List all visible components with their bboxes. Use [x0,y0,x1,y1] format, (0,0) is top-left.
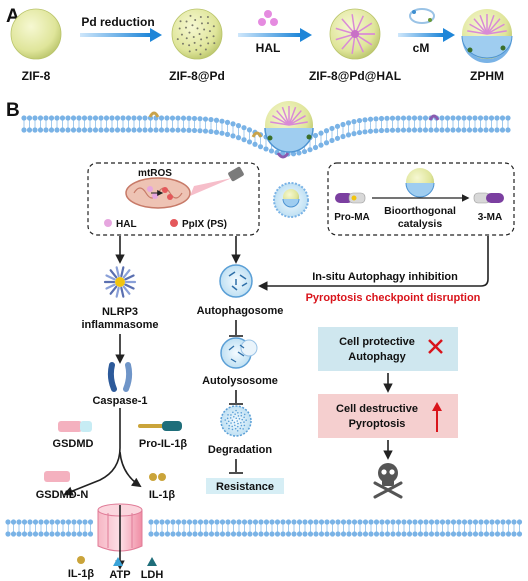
three-ma-label: 3-MA [478,212,502,223]
membrane-receptors [148,111,440,159]
destructive-line2: Pyroptosis [349,418,406,430]
destructive-box [318,394,458,438]
inhibition-arrow [258,236,489,291]
arrow-to-gsdmd-n [63,408,121,496]
hal-dot-icon [104,219,112,227]
zphm-particle [461,9,513,63]
pd-reduction-label: Pd reduction [81,15,154,29]
hal-arrow [238,28,312,42]
inhibition-label: In-situ Autophagy inhibition [312,271,458,283]
disruption-label: Pyroptosis checkpoint disruption [306,292,481,304]
ldh-label: LDH [141,569,164,581]
pd-reduction-arrow [80,28,162,42]
gsdmd-label: GSDMD [53,438,94,450]
mitochondrion-icon [125,177,191,209]
gsdmd-n-icon [44,471,70,482]
nlrp3-line1: NLRP3 [102,306,138,318]
nlrp3-inflammasome-icon [103,266,137,298]
pro-il-label: Pro-IL-1β [139,438,188,450]
stage-zif8-pd-hal-label: ZIF-8@Pd@HAL [309,69,401,83]
bottom-cell-membrane [5,519,523,537]
autophagosome-label: Autophagosome [197,305,284,317]
ppix-legend-label: PpIX (PS) [182,219,227,230]
laser-light-icon [190,166,244,196]
cross-icon [428,339,443,354]
ros-box [87,162,260,236]
up-arrow-icon [432,402,442,432]
caspase-label: Caspase-1 [92,395,147,407]
atp-triangle-icon [113,557,123,566]
zif8-pd-hal-sphere [329,8,381,60]
ldh-triangle-icon [147,557,157,566]
pro-ma-label: Pro-MA [334,212,370,223]
il-label: IL-1β [149,489,176,501]
pro-ma-capsule-icon [335,192,366,204]
autophagosome-icon [219,264,253,298]
stage-zphm-label: ZPHM [470,69,504,83]
autolysosome-label: Autolysosome [202,375,278,387]
catalysis-line2: catalysis [398,218,443,230]
resistance-box [206,478,284,494]
three-ma-capsule-icon [473,192,504,204]
hal-legend-label: HAL [116,219,137,230]
mtros-label: mtROS [138,168,172,179]
zphm-at-membrane [264,101,314,153]
destructive-line1: Cell destructive [336,403,418,415]
il-out-label: IL-1β [68,568,95,580]
hal-molecule-icon [258,10,278,26]
il-out-dot-icon [77,556,85,564]
zif8-pd-sphere [171,8,223,60]
zphm-catalyst-icon [405,168,435,198]
ppix-dot-icon [170,219,178,227]
degradation-label: Degradation [208,444,272,456]
gsdmd-icon [58,421,92,432]
endosome-vesicle [273,182,309,218]
skull-crossbones-icon [373,463,403,499]
nlrp3-line2: inflammasome [81,319,158,331]
arrow-to-il [119,451,142,488]
stage-zif8-label: ZIF-8 [22,69,51,83]
protective-line2: Autophagy [348,351,406,363]
gsdmd-n-label: GSDMD-N [36,489,89,501]
pro-il-1b-icon [138,421,182,431]
resistance-label: Resistance [216,481,274,493]
cell-membrane-icon [409,8,435,24]
bioorthogonal-box [327,162,515,236]
degradation-icon [220,405,252,437]
zif8-sphere [10,8,62,60]
catalysis-line1: Bioorthogonal [384,205,456,217]
protective-line1: Cell protective [339,336,415,348]
panel-b-letter: B [6,100,20,121]
stage-zif8-pd-label: ZIF-8@Pd [169,69,225,83]
cm-label: cM [413,41,430,55]
atp-label: ATP [109,569,130,581]
il-1b-dots-icon [149,473,166,481]
autolysosome-icon [220,337,258,369]
hal-label: HAL [256,41,281,55]
cm-arrow [398,28,455,42]
caspase-1-icon [107,362,133,392]
